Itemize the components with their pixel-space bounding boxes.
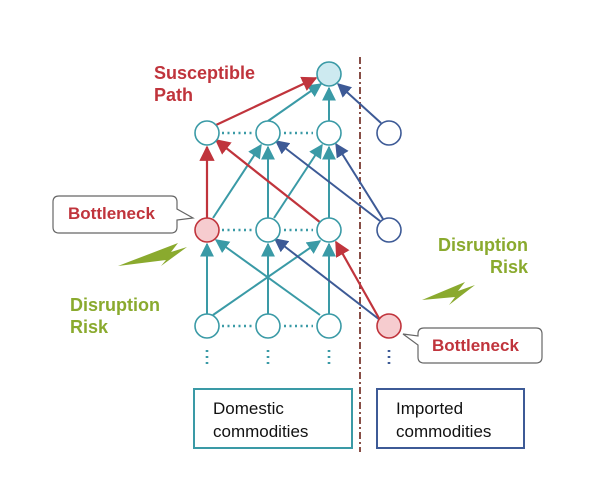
node [255, 217, 281, 243]
susceptible-path-edges [199, 76, 381, 321]
network-nodes [194, 61, 402, 339]
edge [212, 143, 262, 219]
susceptible-path-label: Susceptible Path [154, 63, 256, 105]
bottleneck-label-right: Bottleneck [432, 336, 519, 355]
edge [214, 139, 322, 224]
edge [212, 240, 322, 316]
edge [273, 238, 381, 321]
node [194, 120, 220, 146]
lightning-right-icon [422, 282, 475, 305]
bottleneck-callout-right [402, 327, 543, 364]
edge [215, 76, 318, 126]
edge [274, 140, 381, 222]
node-top-final-demand [316, 61, 342, 87]
node [316, 313, 342, 339]
node-imported [376, 120, 402, 146]
disruption-risk-label-right: Disruption Risk [438, 235, 528, 277]
node [255, 120, 281, 146]
edge [335, 142, 384, 220]
bottleneck-label-left: Bottleneck [68, 204, 155, 223]
continuation-dots [205, 350, 391, 368]
edge [267, 83, 323, 122]
node [255, 313, 281, 339]
edge [214, 239, 321, 316]
imported-commodities-label: Imported commodities [396, 399, 492, 441]
node-bottleneck-imported [376, 313, 402, 339]
domestic-edges [200, 83, 336, 316]
disruption-risk-label-left: Disruption Risk [70, 295, 160, 337]
node [194, 313, 220, 339]
edge [336, 83, 382, 124]
domestic-box [193, 388, 353, 449]
node [316, 217, 342, 243]
node-imported [376, 217, 402, 243]
node-bottleneck-domestic [194, 217, 220, 243]
domestic-commodities-label: Domestic commodities [213, 399, 309, 441]
imported-box [376, 388, 525, 449]
bottleneck-callout-left [52, 195, 195, 234]
node [316, 120, 342, 146]
edge [335, 240, 381, 321]
edge [273, 143, 323, 219]
imported-edges [273, 83, 384, 321]
lightning-left-icon [118, 243, 187, 266]
